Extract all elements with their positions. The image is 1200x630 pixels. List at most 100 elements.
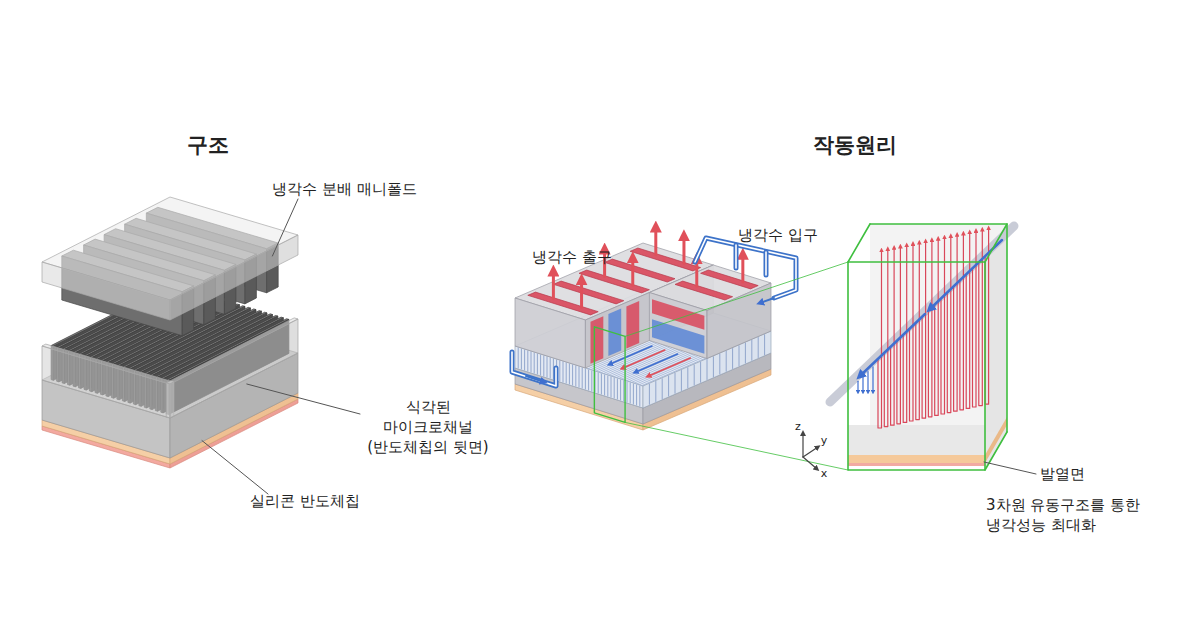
- outlet-channel: [630, 248, 700, 271]
- microchannel-fin: [607, 376, 608, 396]
- zoom-guide-line: [625, 422, 848, 470]
- outlet-channel: [675, 281, 733, 300]
- microchannel-fin: [534, 353, 535, 373]
- outlet-arrow: [741, 254, 744, 282]
- microchannel-fin: [662, 379, 663, 399]
- structure-illustration: [42, 197, 360, 494]
- microchannel-fin: [751, 340, 752, 360]
- outlet-flow-line: [891, 247, 895, 425]
- axis-icon: [803, 433, 818, 469]
- inlet-arrow: [760, 298, 774, 303]
- zoom-guide-line: [625, 262, 848, 336]
- microchannel-fin: [566, 363, 567, 383]
- outlet-channel: [553, 281, 623, 304]
- zoom-box-edge: [848, 262, 985, 470]
- outlet-flow-line: [935, 238, 939, 415]
- zoom-frame: [594, 327, 625, 423]
- axis-arrow: [802, 433, 803, 457]
- outlet-arrow: [552, 271, 555, 299]
- section-heading: 구조: [158, 132, 258, 160]
- microchannel-fin: [601, 374, 602, 394]
- outlet-flow-line: [910, 244, 914, 422]
- microchannel-fin: [637, 357, 701, 385]
- outlet-channel: [605, 259, 675, 282]
- inlet-pipe-core: [765, 252, 767, 275]
- inlet-pipe: [734, 245, 739, 268]
- microchannel-fin: [614, 378, 615, 398]
- part-label: 발열면: [1040, 465, 1130, 485]
- heat-surface-edge: [848, 463, 985, 466]
- inlet-pipe: [764, 252, 769, 275]
- microchannel-fin: [575, 366, 576, 386]
- microchannel-fin: [582, 368, 583, 388]
- inlet-flow-arrow: [860, 314, 925, 376]
- chip-side-wall: [166, 383, 170, 418]
- microchannel-fin: [524, 350, 525, 370]
- chip-side-wall: [42, 346, 170, 418]
- part-label: 식각된 마이크로채널 (반도체칩의 뒷면): [362, 398, 494, 457]
- microchannel-fin: [636, 385, 637, 405]
- microchannel-fin: [713, 357, 714, 377]
- microchannel-fin: [518, 348, 519, 368]
- leader-line: [984, 462, 1036, 474]
- leader-line: [202, 441, 268, 494]
- zoom-box-edge: [848, 224, 870, 262]
- flow-label: 냉각수 출구: [532, 248, 652, 268]
- zoom-box-edge: [870, 224, 1007, 432]
- microchannel-fin: [543, 356, 544, 376]
- operation-illustration: [512, 227, 848, 471]
- chip-side-wall: [170, 319, 298, 418]
- microchannel-fin: [642, 358, 706, 386]
- axis-label: x: [818, 467, 830, 482]
- inlet-pipe: [695, 238, 796, 298]
- microchannel-fin: [598, 373, 599, 393]
- outlet-flow-line: [878, 250, 882, 428]
- microchannel-fin: [700, 362, 701, 382]
- microchannel-fin: [537, 354, 538, 374]
- channel-section: [591, 316, 604, 364]
- note-text: 3차원 유동구조를 통한 냉각성능 최대화: [986, 496, 1160, 536]
- inlet-flow-line: [872, 367, 873, 392]
- manifold-plate: [42, 262, 170, 320]
- inlet-arrow: [526, 376, 544, 382]
- microchannel-fin: [559, 361, 560, 381]
- axis-arrow: [803, 457, 817, 469]
- outlet-flow-line: [897, 246, 901, 424]
- microchannel-fin: [579, 367, 580, 387]
- outlet-flow-line: [954, 234, 958, 411]
- flow-arrow: [648, 358, 690, 376]
- zoom-box-edge: [985, 224, 1007, 262]
- leader-line: [272, 199, 298, 256]
- microchannel-fin: [694, 365, 695, 385]
- microchannel-fin: [707, 360, 708, 380]
- outlet-arrow: [654, 227, 657, 255]
- microchannel-fin: [633, 384, 634, 404]
- microchannel-fin: [627, 382, 628, 402]
- outlet-flow-line: [884, 249, 888, 427]
- microchannel-fin: [639, 386, 640, 406]
- microchannel-fin: [611, 377, 612, 397]
- microchannel-fin: [719, 354, 720, 374]
- outlet-arrow: [682, 235, 685, 263]
- outlet-flow-line: [916, 242, 920, 419]
- microchannel-fin: [620, 380, 621, 400]
- microchannel-fin: [604, 375, 605, 395]
- inlet-flow-line: [867, 372, 868, 392]
- microchannel-fin: [623, 381, 624, 401]
- microchannel-fin: [617, 379, 618, 399]
- outlet-channel: [701, 270, 759, 289]
- inlet-pipe-core: [735, 245, 737, 268]
- outlet-flow-line: [922, 241, 926, 418]
- microchannel-fin: [569, 364, 570, 384]
- flow-label: 냉각수 입구: [738, 226, 858, 246]
- part-label: 냉각수 분배 매니폴드: [272, 180, 472, 200]
- outlet-channel: [579, 270, 649, 293]
- outlet-flow-line: [973, 231, 977, 408]
- inlet-pipe-core: [695, 238, 796, 298]
- outlet-flow-line: [966, 232, 970, 409]
- microchannel-fin: [572, 365, 573, 385]
- zoom-side-panel: [985, 224, 1007, 470]
- microchannel-fin: [726, 351, 727, 371]
